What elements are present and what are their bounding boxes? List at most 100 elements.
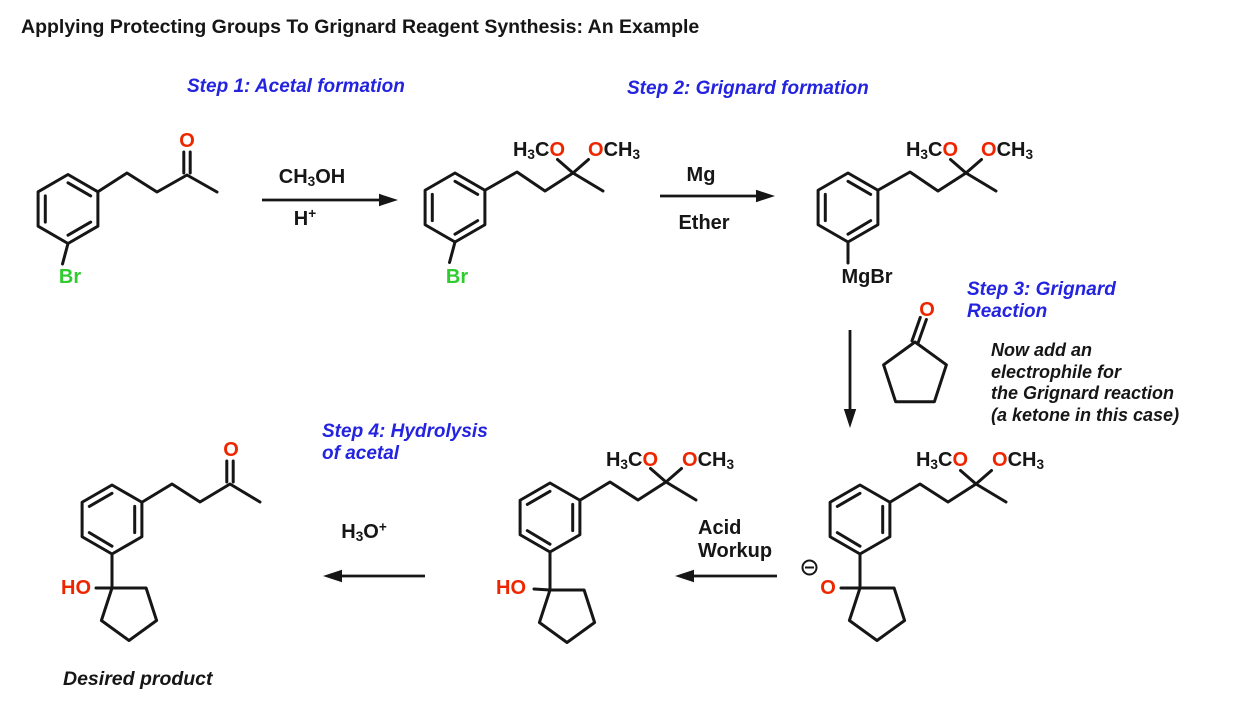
cyclopentane-ring [882,340,948,404]
alkyl-chain-bond [96,171,219,194]
c-o-bond [964,158,983,175]
molecule-alkoxide-adduct [801,469,1008,642]
arrow-head [379,193,398,207]
aromatic-inner-bond [453,219,480,236]
c-o-bond [974,469,993,486]
c-br-bond [61,242,70,266]
step4-label: Step 4: Hydrolysis of acetal [322,421,488,465]
product-carbonyl-oxygen-label: O [223,439,239,461]
mol2-och3-label: OCH3 [588,139,641,163]
aromatic-inner-bond [846,219,873,236]
c-o-bond [649,467,668,484]
arrow-acid-workup [675,569,777,583]
mol2-h3co-label: H3CO [512,139,565,163]
aromatic-inner-bond [835,491,862,508]
molecule-desired-product [80,459,262,642]
aromatic-inner-bond [453,179,480,196]
reagent-h3oplus-label: H3O+ [341,519,387,545]
benzene-ring [828,483,892,556]
aromatic-inner-bond [835,531,862,548]
arrow-head [323,569,342,583]
cyclopentane-ring [537,588,597,644]
benzene-ring [816,171,880,244]
step3-label-line1: Step 3: Grignard [967,279,1116,300]
alkyl-chain-bond [578,480,698,502]
product-ho-label: HO [61,577,91,599]
molecule-alcohol-acetal [518,467,698,644]
arrow-head [756,189,775,203]
mol3-h3co-label: H3CO [905,139,958,163]
carbonyl-double-bond [910,315,922,343]
reagent-acid-workup-label: Acid Workup [698,517,772,563]
molecule-acetal-bromide [423,158,605,264]
carbonyl-double-bond [916,318,928,345]
aromatic-inner-bond [66,181,93,198]
c-o-bond [571,158,590,175]
c-o-bond [664,467,683,484]
alkoxide-oxygen-label: O [820,577,836,599]
alcohol-h3co-label: H3CO [605,449,658,473]
mol3-mgbr-label: MgBr [841,266,893,288]
arrow-head [843,409,857,428]
reagent-ether-label: Ether [678,212,730,234]
acid-workup-line1: Acid [698,517,742,539]
adduct-h3co-label: H3CO [915,449,968,473]
alkyl-chain-bond [888,482,1008,504]
desired-product-caption: Desired product [63,668,213,690]
cyclopentane-ring [99,586,159,642]
aromatic-inner-bond [846,179,873,196]
benzene-ring [423,171,487,244]
c-o-bond [949,158,968,175]
molecule-cyclopentanone [882,315,948,404]
benzene-ring [36,173,100,245]
aromatic-inner-bond [87,491,114,508]
step3-label: Step 3: Grignard Reaction [967,279,1116,323]
reagent-hplus-label: H+ [293,206,317,230]
step3-label-line2: Reaction [967,301,1048,322]
step4-label-line2: of acetal [322,443,400,464]
cyclopentane-ring [847,586,907,642]
c-o-bond [959,469,978,486]
electrophile-note-line4: (a ketone in this case) [991,404,1180,425]
aromatic-inner-bond [66,220,93,237]
mol2-bromine-label: Br [445,266,469,288]
molecule-bromo-ketone [36,150,219,266]
electrophile-note-line2: electrophile for [991,361,1122,382]
alcohol-ho-label: HO [496,577,526,599]
electrophile-note: Now add an electrophile for the Grignard… [991,340,1179,426]
alkyl-chain-bond [483,170,605,193]
benzene-ring [80,483,144,556]
c-oh-bond [532,587,552,592]
arrow-hydrolysis [323,569,425,583]
arrow-step1 [262,193,398,207]
reagent-mg-label: Mg [686,164,716,186]
mol3-och3-label: OCH3 [981,139,1034,163]
step4-label-line1: Step 4: Hydrolysis [322,421,488,442]
benzene-ring [518,481,582,554]
arrow-step3-down [843,330,857,428]
negative-charge-icon [801,559,818,576]
c-o-bond [556,158,575,175]
c-br-bond [448,240,457,264]
step1-label: Step 1: Acetal formation [187,76,405,97]
electrophile-note-line1: Now add an [991,340,1093,360]
acid-workup-line2: Workup [698,540,773,562]
electrophile-note-line3: the Grignard reaction [991,383,1175,404]
aromatic-inner-bond [525,489,552,506]
adduct-och3-label: OCH3 [992,449,1045,473]
aromatic-inner-bond [87,531,114,548]
mol1-bromine-label: Br [58,266,82,288]
aromatic-inner-bond [525,529,552,546]
arrow-head [675,569,694,583]
alkyl-chain-bond [140,482,262,504]
step2-label: Step 2: Grignard formation [627,78,869,99]
cyclopentanone-oxygen-label: O [919,299,935,321]
molecule-acetal-grignard [816,158,998,265]
page-title: Applying Protecting Groups To Grignard R… [21,16,700,38]
alcohol-och3-label: OCH3 [682,449,735,473]
alkyl-chain-bond [876,170,998,193]
reagent-ch3oh-label: CH3OH [278,166,346,190]
arrow-step2 [660,189,775,203]
